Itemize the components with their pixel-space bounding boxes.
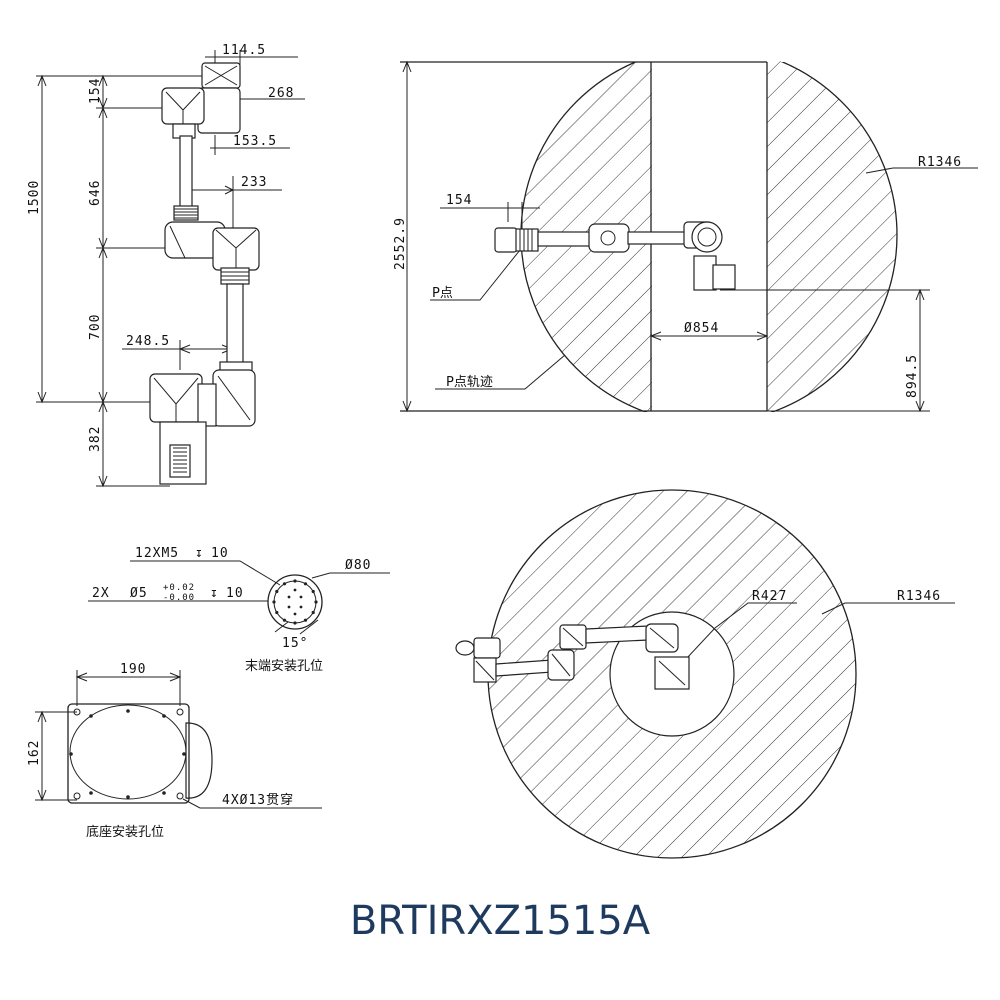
dim-seg-base: 382 [88,426,103,452]
label-p-track: P点轨迹 [446,375,493,390]
dim-base-height: 894.5 [905,354,920,398]
dim-outer-radius: R1346 [918,155,962,170]
dim-p-offset: 154 [446,193,472,208]
flange-pin-depth-symbol: ↧ [210,586,219,601]
base-width: 190 [120,662,146,677]
dim-base-offset: 248.5 [126,334,170,349]
flange-pin-tol-lower: -0.00 [163,593,195,603]
dim-top-offset: 114.5 [222,43,266,58]
dim-wrist-length: 268 [268,86,294,101]
flange-thread-depth-symbol: ↧ [195,546,204,561]
flange-pin-tol-upper: +0.02 [163,583,195,593]
flange-hole-pattern [272,579,318,625]
dim-seg-upper: 646 [88,180,103,206]
dim-joint-offset: 153.5 [233,134,277,149]
base-holes: 4XØ13贯穿 [222,792,294,808]
plan-inner-radius: R427 [752,589,787,604]
flange-pin-depth: 10 [226,586,244,601]
flange-thread-spec: 12XM5 [135,546,179,561]
flange-diameter: Ø80 [345,558,371,573]
flange-pin-diameter: Ø5 [130,586,148,601]
dim-seg-lower: 700 [88,314,103,340]
top-view-envelope [400,55,898,412]
side-view: 114.5 268 153.5 233 248.5 1500 154 646 7… [27,43,305,488]
dim-inner-diameter: Ø854 [684,321,719,336]
flange-view: 12XM5 ↧ 10 2X Ø5 +0.02 -0.00 ↧ 10 Ø80 15… [88,546,390,674]
dim-top-height: 2552.9 [393,217,408,270]
flange-title: 末端安装孔位 [245,659,323,674]
base-plate-view: 190 162 4XØ13贯穿 底座安装孔位 [27,662,322,840]
flange-thread-depth: 10 [211,546,229,561]
dim-upper-offset: 233 [241,175,267,190]
plan-outer-radius: R1346 [897,589,941,604]
robot-plan-silhouette [455,623,690,690]
robot-side-silhouette [149,62,260,485]
label-p-point: P点 [432,286,453,301]
dim-seg-top: 154 [88,78,103,104]
top-view-dimension-lines [402,60,978,413]
robot-top-silhouette [494,221,736,291]
base-title: 底座安装孔位 [86,824,164,840]
model-name: BRTIRXZ1515A [349,898,651,944]
flange-pin-prefix: 2X [92,586,110,601]
base-height: 162 [27,740,42,766]
top-view: R1346 2552.9 154 Ø854 894.5 P点 P点轨迹 [393,55,978,413]
plan-view: R427 R1346 [455,489,955,859]
dim-total-height: 1500 [27,180,42,215]
flange-angle: 15° [282,636,308,651]
